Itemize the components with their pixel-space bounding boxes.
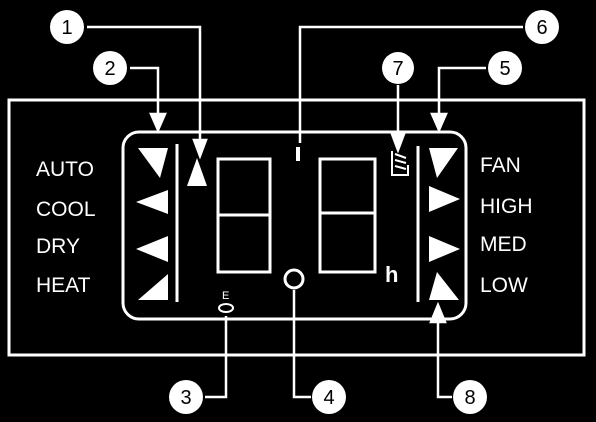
digit-right-bottom: [318, 211, 377, 274]
colon-indicator: [296, 147, 300, 161]
digit-left-bottom: [216, 213, 272, 274]
panel-frame: [7, 98, 586, 357]
fan-low-indicator-icon: [429, 272, 459, 300]
callout-6: [525, 10, 559, 44]
mode-cool-indicator-icon: [136, 190, 168, 214]
callout-4-number: 4: [323, 387, 334, 409]
mode-auto-indicator-icon: [138, 148, 168, 178]
callout-3: [169, 380, 203, 414]
fan-auto-indicator-icon: [429, 148, 458, 178]
callout-7-number: 7: [392, 58, 403, 80]
fan-label-low: LOW: [480, 274, 528, 297]
callout-3-number: 3: [180, 387, 191, 409]
callout-6-number: 6: [536, 17, 547, 39]
circle-indicator-icon: [283, 268, 305, 290]
mode-label-cool: COOL: [36, 198, 96, 221]
callout-8: [453, 380, 487, 414]
fan-label-med: MED: [480, 233, 527, 256]
callout-5-number: 5: [499, 58, 510, 80]
callout-4: [312, 380, 346, 414]
mode-label-dry: DRY: [36, 235, 80, 258]
fan-med-indicator-icon: [429, 236, 460, 262]
timer-e-icon: E: [222, 290, 229, 302]
mode-dry-indicator-icon: [136, 236, 168, 262]
callout-8-number: 8: [464, 387, 475, 409]
fan-label-fan: FAN: [480, 154, 521, 177]
callout-2: [93, 51, 127, 85]
mode-label-heat: HEAT: [36, 274, 91, 297]
mode-heat-indicator-icon: [138, 274, 168, 300]
callout-7: [382, 52, 414, 84]
callout-1-number: 1: [61, 17, 72, 39]
digit-right-top: [318, 157, 377, 215]
callout-lines: [87, 25, 523, 399]
hour-unit-label: h: [385, 262, 398, 287]
digit-left-top: [216, 157, 272, 217]
callout-5: [488, 51, 522, 85]
callout-1: [50, 10, 84, 44]
filter-icon: [391, 151, 409, 176]
fan-high-indicator-icon: [429, 186, 460, 212]
fan-label-high: HIGH: [480, 195, 533, 218]
callout-2-number: 2: [104, 58, 115, 80]
mode-label-auto: AUTO: [36, 158, 94, 181]
up-arrow-icon: [187, 158, 207, 186]
timer-marker-icon: [218, 303, 234, 313]
